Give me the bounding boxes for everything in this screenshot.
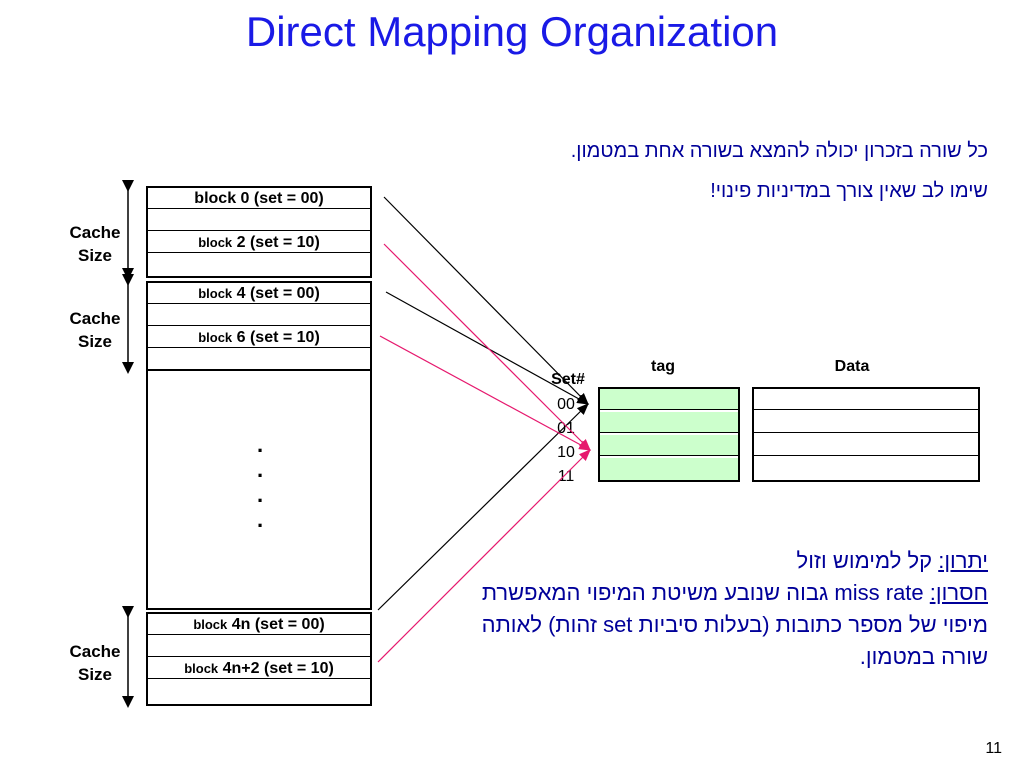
con-label: חסרון:	[929, 580, 988, 605]
block-rest: 6 (set = 10)	[236, 329, 320, 346]
arrow-block-4n-to-set-00	[377, 403, 589, 611]
tag-cell	[600, 458, 738, 480]
ellipsis-dot: .	[256, 432, 264, 457]
miss-rate-term: miss rate	[834, 580, 924, 605]
tag-cell	[600, 435, 738, 456]
data-cell	[754, 412, 978, 433]
ellipsis-dot: .	[256, 507, 264, 532]
arrow-block-6-to-set-10	[379, 335, 592, 451]
tag-cell	[600, 389, 738, 410]
memory-row-block-4: block 4 (set = 00)	[148, 283, 370, 304]
memory-row-empty	[148, 636, 370, 657]
set-number: 00	[557, 396, 575, 413]
set-term: set	[603, 612, 633, 637]
set-number: 10	[557, 444, 575, 461]
memory-group-3: block 4n (set = 00) block 4n+2 (set = 10…	[146, 612, 372, 706]
cache-size-label-line1: Cache	[69, 309, 121, 328]
block-rest: 4n (set = 00)	[231, 616, 325, 633]
block-rest: 2 (set = 10)	[236, 234, 320, 251]
pro-text: קל למימוש וזול	[796, 548, 939, 573]
memory-row-block-6: block 6 (set = 10)	[148, 327, 370, 348]
tag-header: tag	[651, 358, 675, 375]
pros-cons-text: יתרון: קל למימוש וזול חסרון: miss rate ג…	[468, 545, 988, 673]
note-line-1: כל שורה בזכרון יכולה להמצא בשורה אחת במט…	[570, 140, 988, 162]
arrow-block-4n2-to-set-10	[377, 449, 591, 663]
data-cell	[754, 435, 978, 456]
data-header: Data	[834, 358, 870, 375]
con-text-2: זהות) לאותה שורה במטמון.	[481, 612, 988, 669]
cache-size-label-3: Cache Size	[56, 640, 134, 686]
block-word: block	[198, 286, 233, 301]
note-line-2: שימו לב שאין צורך במדיניות פינוי!	[710, 180, 988, 202]
cache-size-label-line2: Size	[77, 665, 113, 684]
pro-label: יתרון:	[938, 548, 988, 573]
memory-row-block-4n-2: block 4n+2 (set = 10)	[148, 658, 370, 679]
block-rest: 4 (set = 00)	[236, 285, 320, 302]
arrow-block-0-to-set-00	[383, 196, 589, 405]
cache-data-column	[752, 387, 980, 482]
cache-size-label-1: Cache Size	[56, 221, 134, 267]
cache-size-label-2: Cache Size	[56, 307, 134, 353]
arrow-block-2-to-set-10	[383, 243, 591, 451]
memory-group-middle	[146, 369, 372, 610]
memory-group-1: block 0 (set = 00) block 2 (set = 10)	[146, 186, 372, 278]
memory-row-block-2: block 2 (set = 10)	[148, 232, 370, 253]
ellipsis-dot: .	[256, 482, 264, 507]
memory-row-block-4n: block 4n (set = 00)	[148, 614, 370, 635]
slide-title: Direct Mapping Organization	[245, 8, 779, 55]
cache-tag-column	[598, 387, 740, 482]
memory-row-block-0: block 0 (set = 00)	[148, 188, 370, 209]
set-number: 11	[557, 468, 575, 485]
cache-size-label-line2: Size	[77, 246, 113, 265]
block-word: block	[198, 330, 233, 345]
block-word: block	[184, 661, 219, 676]
ellipsis-dot: .	[256, 457, 264, 482]
cache-size-label-line2: Size	[77, 332, 113, 351]
memory-row-empty	[148, 305, 370, 326]
data-cell	[754, 389, 978, 410]
memory-row-empty	[148, 210, 370, 231]
block-word: block	[198, 235, 233, 250]
page-number: 11	[985, 740, 1002, 757]
cache-size-label-line1: Cache	[69, 223, 121, 242]
set-number: 01	[557, 420, 575, 437]
arrow-block-4-to-set-00	[385, 291, 590, 405]
block-rest: 4n+2 (set = 10)	[222, 660, 334, 677]
tag-cell	[600, 412, 738, 433]
block-word: block	[193, 617, 228, 632]
cache-size-label-line1: Cache	[69, 642, 121, 661]
con-text-1: גבוה שנובע משיטת המיפוי המאפשרת מיפוי של…	[481, 580, 988, 637]
